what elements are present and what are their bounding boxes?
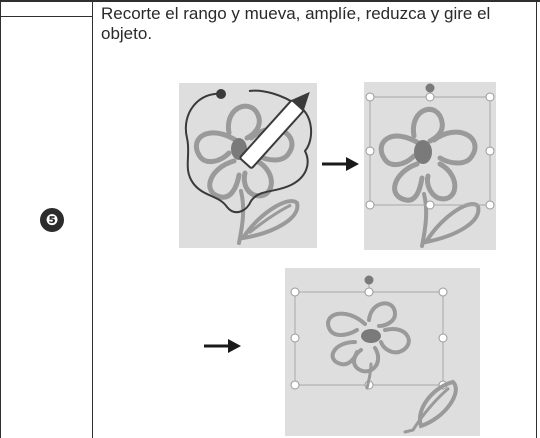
step-number-badge: ❺ [40,208,64,232]
illustration-selected-object [364,82,496,250]
illustration-lasso-selection [179,83,317,248]
flower-lasso-selection-icon [184,89,313,245]
flower-selected-handles-icon [365,83,495,248]
arrow-right-icon [204,339,241,353]
column-divider [92,0,93,438]
table-top-border [0,0,540,2]
instruction-text: Recorte el rango y mueva, amplíe, reduzc… [101,4,491,43]
table-left-border [0,0,1,438]
row-divider [0,16,93,17]
illustration-rotated-object [285,268,480,436]
table-right-border [536,0,537,438]
flower-rotated-resized-icon [290,275,458,434]
arrow-right-icon [322,157,359,171]
